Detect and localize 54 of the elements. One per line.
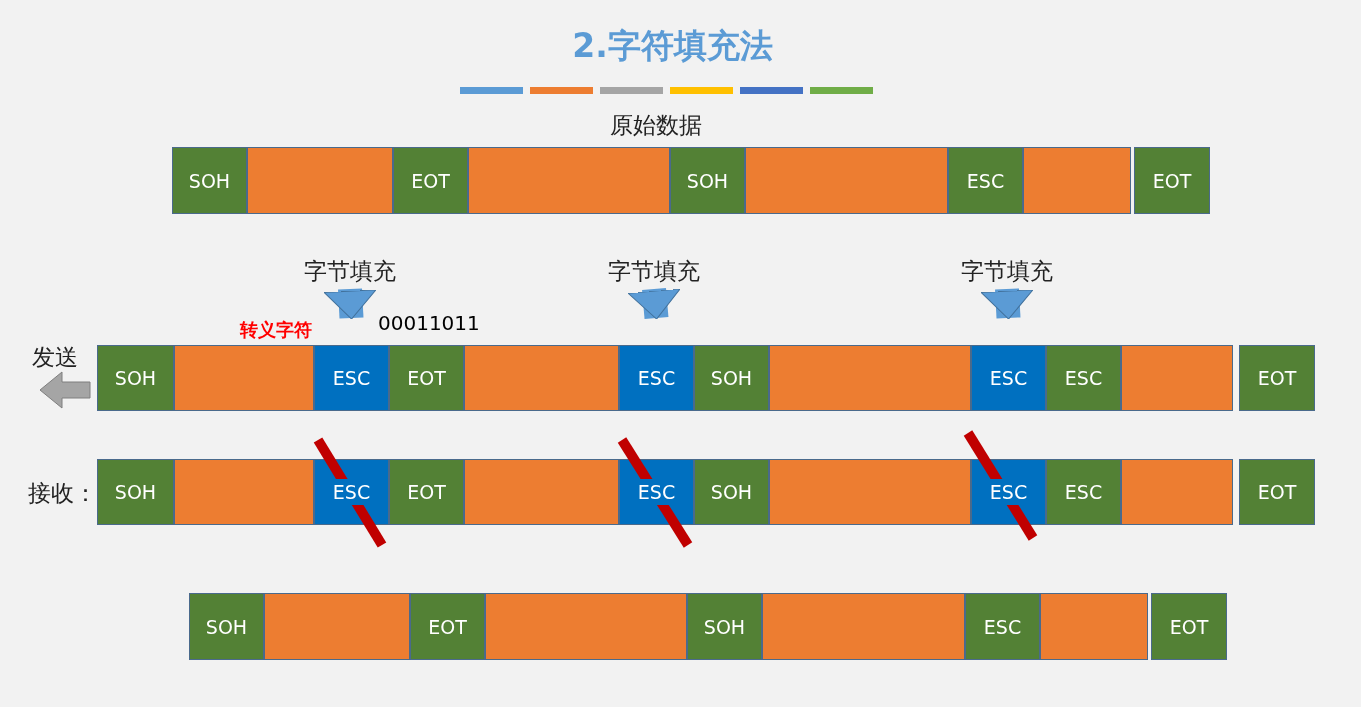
control-character-field: SOH [189,593,264,660]
control-character-field: EOT [410,593,485,660]
control-character-field: ESC [1046,345,1121,411]
data-field [1121,459,1233,525]
data-field [174,459,314,525]
annotation-text: 字节填充 [952,256,1062,288]
control-character-field: ESC [971,459,1046,525]
control-character-field: ESC [948,147,1023,214]
control-character-field: SOH [694,459,769,525]
data-field [769,345,971,411]
block-arrow [323,288,377,320]
data-field [264,593,410,660]
control-character-field: EOT [1151,593,1227,660]
control-character-field: SOH [172,147,247,214]
control-character-field: SOH [97,459,174,525]
control-character-field: ESC [619,345,694,411]
control-character-field: SOH [97,345,174,411]
data-field [1023,147,1131,214]
control-character-field: ESC [314,345,389,411]
control-character-field: SOH [687,593,762,660]
block-arrow [980,288,1034,320]
block-arrow [627,287,681,320]
control-character-field: SOH [694,345,769,411]
data-field [468,147,670,214]
data-field [1040,593,1148,660]
control-character-field: ESC [1046,459,1121,525]
annotation-text: 转义字符 [240,318,312,342]
control-character-field: EOT [389,345,464,411]
data-field [1121,345,1233,411]
control-character-field: EOT [1239,459,1315,525]
caption-text: 原始数据 [610,111,702,140]
control-character-field: ESC [971,345,1046,411]
side-label: 发送 [32,343,78,372]
data-field [247,147,393,214]
control-character-field: SOH [670,147,745,214]
data-field [174,345,314,411]
data-field [464,345,619,411]
data-field [762,593,965,660]
control-character-field: ESC [314,459,389,525]
data-field [769,459,971,525]
control-character-field: EOT [1239,345,1315,411]
control-character-field: EOT [389,459,464,525]
control-character-field: EOT [1134,147,1210,214]
data-field [745,147,948,214]
control-character-field: EOT [393,147,468,214]
binary-code-text: 00011011 [378,311,480,335]
control-character-field: ESC [965,593,1040,660]
data-field [485,593,687,660]
side-label: 接收： [28,479,97,508]
data-field [464,459,619,525]
annotation-text: 字节填充 [599,256,709,288]
annotation-text: 字节填充 [295,256,405,288]
control-character-field: ESC [619,459,694,525]
slide-title: 2.字符填充法 [571,25,774,67]
